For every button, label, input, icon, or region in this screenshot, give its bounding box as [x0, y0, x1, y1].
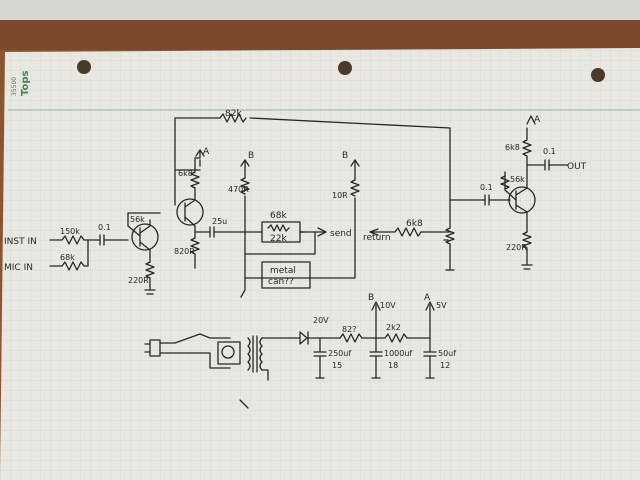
- label-send: send: [330, 229, 352, 239]
- label-22k-send: 22k: [270, 234, 287, 244]
- label-220r-q1: 220R: [128, 276, 149, 285]
- label-50uf: 50uf: [438, 349, 456, 358]
- label-psu-b: B: [368, 293, 374, 303]
- label-2k2: 2k2: [386, 323, 401, 332]
- label-820r: 820R: [174, 247, 195, 256]
- punch-hole-left: [77, 60, 91, 74]
- paper-sheet: [0, 48, 640, 480]
- brand-code: 35500: [11, 77, 18, 96]
- label-82: 82?: [342, 325, 356, 334]
- label-220r-out: 220R: [506, 243, 527, 252]
- label-470r: 470R: [228, 185, 249, 194]
- label-0-1-in: 0.1: [98, 223, 111, 232]
- brand-logo: Tops 35500: [11, 70, 31, 96]
- label-out: OUT: [567, 162, 587, 172]
- punch-hole-right: [591, 68, 605, 82]
- label-20v: 20V: [313, 316, 329, 325]
- label-metal: metal: [270, 266, 296, 276]
- label-can: can??: [268, 277, 294, 287]
- label-68k-send: 68k: [270, 211, 287, 221]
- label-82k: 82k: [225, 109, 242, 119]
- label-psu-a: A: [424, 293, 431, 303]
- label-250v: 15: [332, 361, 342, 370]
- label-rail-a-right: A: [534, 115, 541, 125]
- label-150k: 150k: [60, 227, 80, 236]
- label-68k-mic: 68k: [60, 253, 75, 262]
- label-6k8-q2: 6k8: [178, 169, 193, 178]
- label-inst-in: INST IN: [4, 237, 37, 247]
- label-10r: 10R: [332, 191, 348, 200]
- label-56k-out: 56k: [510, 175, 525, 184]
- preamp-wiring: [49, 113, 569, 298]
- label-rail-b-mid: B: [248, 151, 254, 161]
- label-6k8-out: 6k8: [505, 143, 520, 152]
- label-rail-b-right: B: [342, 151, 348, 161]
- desk-strip: [0, 20, 640, 50]
- label-50v: 12: [440, 361, 450, 370]
- label-0-1-mid: 0.1: [480, 183, 493, 192]
- label-250uf: 250uf: [328, 349, 351, 358]
- label-1000v: 18: [388, 361, 398, 370]
- label-rail-a-left: A: [203, 147, 210, 157]
- label-5v: 5V: [436, 301, 447, 310]
- psu-wiring: [144, 301, 437, 409]
- punch-hole-mid: [338, 61, 352, 75]
- label-return: return: [363, 233, 391, 243]
- label-mic-in: MIC IN: [4, 263, 33, 273]
- label-56k-q1: 56k: [130, 215, 145, 224]
- label-10v: 10V: [380, 301, 396, 310]
- label-0-1-out: 0.1: [543, 147, 556, 156]
- label-6k8-return: 6k8: [406, 219, 423, 229]
- label-1000uf: 1000uf: [384, 349, 412, 358]
- label-25u: 25u: [212, 217, 227, 226]
- brand-text: Tops: [20, 70, 31, 96]
